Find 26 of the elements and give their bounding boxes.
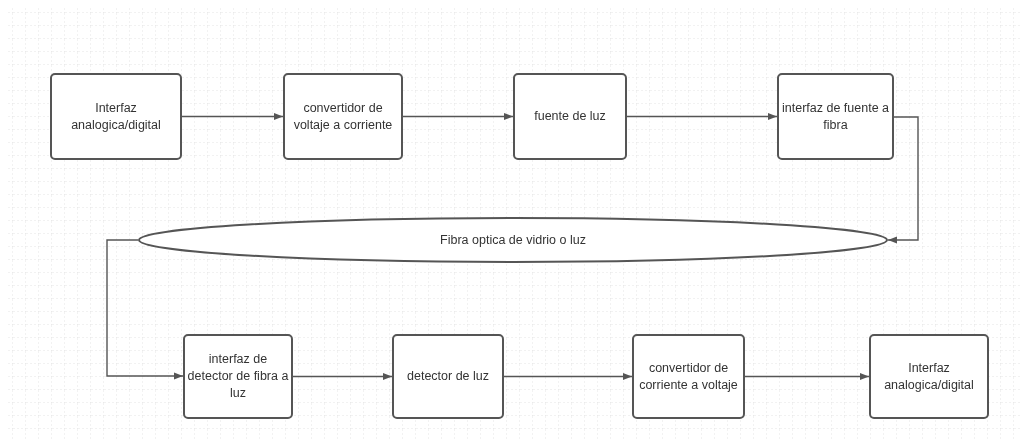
arrow bbox=[292, 372, 393, 381]
process-box bbox=[392, 334, 504, 419]
node-label: Interfaz analogica/digital bbox=[883, 359, 975, 394]
node-label: Interfaz analogica/digital bbox=[70, 99, 162, 134]
node-label: Fibra optica de vidrio o luz bbox=[440, 231, 586, 249]
arrow bbox=[106, 239, 184, 380]
arrow bbox=[887, 116, 919, 244]
process-box bbox=[513, 73, 627, 160]
node-label: interfaz de detector de fibra a luz bbox=[187, 351, 289, 402]
arrow bbox=[402, 112, 514, 121]
node-label: fuente de luz bbox=[534, 108, 606, 125]
process-box bbox=[283, 73, 403, 160]
node-label: convertidor de voltaje a corriente bbox=[292, 99, 394, 134]
node-label: interfaz de fuente a fibra bbox=[781, 99, 890, 134]
node-label: convertidor de corriente a voltaje bbox=[638, 359, 739, 394]
process-box bbox=[869, 334, 989, 419]
process-box bbox=[632, 334, 745, 419]
arrow bbox=[503, 372, 633, 381]
ellipse-node bbox=[138, 217, 888, 263]
arrow bbox=[181, 112, 284, 121]
process-box bbox=[777, 73, 894, 160]
arrow bbox=[626, 112, 778, 121]
process-box bbox=[50, 73, 182, 160]
arrow bbox=[744, 372, 870, 381]
node-label: detector de luz bbox=[407, 368, 489, 385]
process-box bbox=[183, 334, 293, 419]
